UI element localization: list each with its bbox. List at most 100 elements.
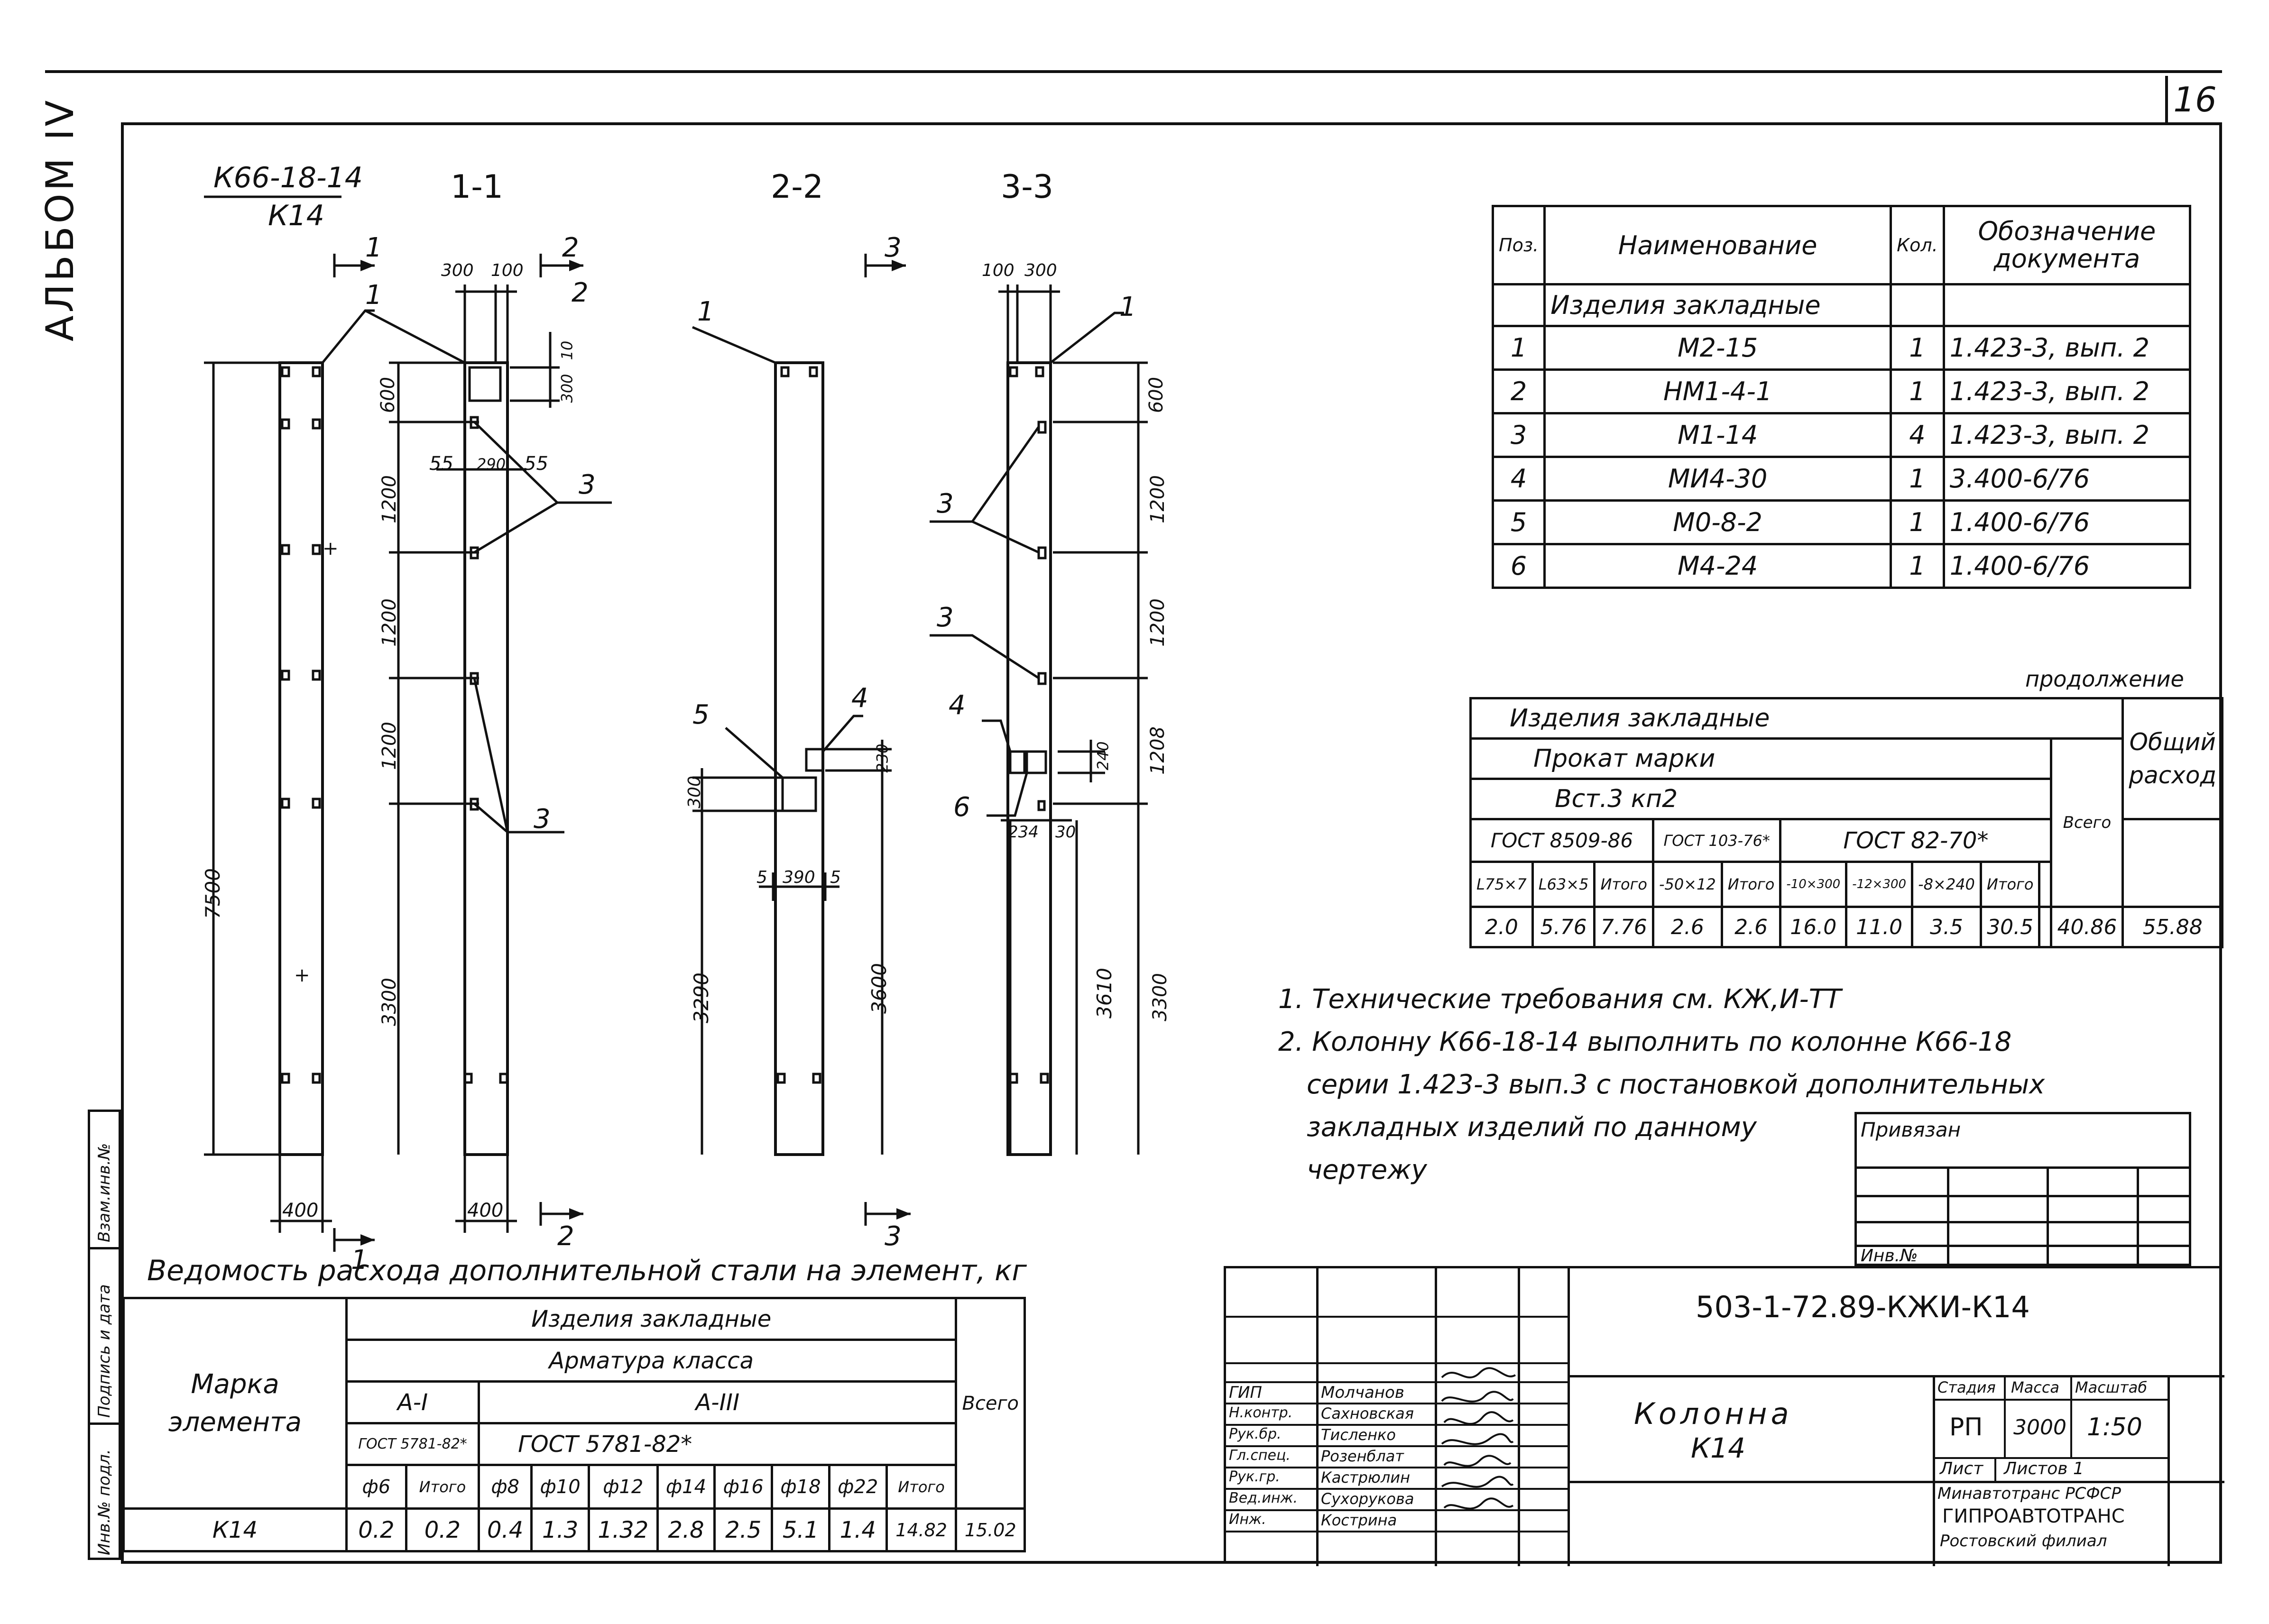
- org-line-1: Минавтотранс РСФСР: [1937, 1484, 2121, 1503]
- note-2d: чертежу: [1307, 1155, 1427, 1185]
- callout-2: 2: [572, 277, 589, 308]
- staff-name: Сухорукова: [1321, 1490, 1414, 1508]
- staff-name: Кастрюлин: [1321, 1468, 1410, 1486]
- spec-header-doc: Обозначение документа: [1942, 205, 2192, 285]
- staff-role: Н.контр.: [1229, 1404, 1293, 1421]
- callout-6: 6: [953, 792, 970, 823]
- mark-numerator: К66-18-14: [213, 161, 363, 194]
- staff-role: Вед.инж.: [1229, 1490, 1298, 1506]
- stage-header: Стадия: [1937, 1378, 1996, 1396]
- cont-std-1: ГОСТ 8509-86: [1469, 818, 1654, 863]
- dim-100-s1: 100: [491, 261, 524, 280]
- top-rule: [45, 70, 2222, 73]
- dim-3610: 3610: [1092, 968, 1116, 1018]
- dim-300-s2: 300: [684, 776, 704, 808]
- note-2b: серии 1.423-3 вып.3 с постановкой дополн…: [1307, 1069, 2045, 1100]
- dim-300-s1: 300: [441, 261, 474, 280]
- steel-a3: А-III: [478, 1380, 958, 1424]
- steel-mark-header: Марка элемента: [122, 1297, 348, 1510]
- cont-values-row: 2.0 5.76 7.76 2.6 2.6 16.0 11.0 3.5 30.5…: [1469, 906, 2224, 948]
- dim-55-left: 55: [429, 453, 453, 475]
- dim-30: 30: [1055, 823, 1076, 842]
- staff-name: Кострина: [1321, 1511, 1397, 1529]
- dim-1200a-s3: 1200: [1146, 475, 1169, 523]
- drawing-name-1: Колонна: [1634, 1396, 1793, 1431]
- dim-5-right: 5: [830, 868, 841, 887]
- dim-240-s3: 240: [1094, 741, 1112, 771]
- side-divider-2: [88, 1422, 121, 1425]
- cut-label-bottom-1: 1: [351, 1245, 368, 1275]
- dim-3300-s3: 3300: [1149, 973, 1171, 1021]
- embedded-plate-4b: [1009, 750, 1026, 774]
- dim-1200b-s3: 1200: [1146, 598, 1169, 647]
- cut-label-top-2: 2: [562, 232, 579, 263]
- org-line-2: ГИПРОАВТОТРАНС: [1942, 1505, 2125, 1527]
- dim-390: 390: [783, 868, 815, 887]
- cont-std-3: ГОСТ 82-70*: [1779, 818, 2053, 863]
- note-2c: закладных изделий по данному: [1307, 1112, 1757, 1143]
- callout-3-s1a: 3: [579, 469, 596, 500]
- steel-gost-a3: ГОСТ 5781-82*: [478, 1422, 958, 1466]
- drawing-code: 503-1-72.89-КЖИ-К14: [1696, 1290, 2030, 1324]
- continuation-label: продолжение: [2025, 666, 2184, 692]
- dim-230: 230: [873, 743, 892, 773]
- callout-1-s2: 1: [697, 296, 714, 327]
- embedded-plate-6: [1025, 750, 1047, 774]
- drawing-name-2: К14: [1691, 1432, 1745, 1464]
- dim-234: 234: [1008, 823, 1039, 842]
- tied-label: Привязан: [1861, 1118, 1961, 1141]
- dim-1200a-s1: 1200: [378, 475, 400, 523]
- sheet-label: Лист: [1940, 1459, 1983, 1478]
- svg-text:+: +: [323, 538, 339, 560]
- page-number-box: 16: [2165, 76, 2222, 123]
- staff-name: Сахновская: [1321, 1404, 1414, 1422]
- signatures: [1441, 1367, 1516, 1510]
- dim-10-s1: 10: [558, 340, 576, 360]
- svg-text:+: +: [294, 964, 310, 986]
- staff-role: ГИП: [1229, 1383, 1262, 1402]
- cut-label-bottom-2: 2: [557, 1221, 574, 1252]
- section-2-column: [774, 361, 824, 1156]
- spec-header-qty: Кол.: [1890, 205, 1945, 285]
- cont-grade: Вст.3 кп2: [1469, 778, 2053, 820]
- insert-3a: [470, 416, 479, 429]
- spec-header-pos: Поз.: [1491, 205, 1546, 285]
- spec-table: Поз. Наименование Кол. Обозначение докум…: [1491, 205, 2192, 589]
- dim-300-s3: 300: [1024, 261, 1057, 280]
- dim-1208-s3: 1208: [1146, 726, 1169, 775]
- callout-4-s3: 4: [949, 690, 966, 721]
- insert-3c: [470, 672, 479, 685]
- dim-300-v-s1: 300: [558, 374, 576, 403]
- dim-5-left: 5: [756, 868, 767, 887]
- callout-4-s2: 4: [851, 683, 868, 714]
- dim-55-right: 55: [524, 453, 548, 475]
- spec-group: Изделия закладные: [1543, 283, 1892, 327]
- cont-group: Изделия закладные: [1469, 697, 2124, 740]
- mark-denominator: К14: [268, 199, 324, 232]
- insert-3b: [470, 546, 479, 560]
- staff-name: Тисленко: [1321, 1426, 1396, 1444]
- tied-block: Привязан Инв.№: [1854, 1112, 2191, 1266]
- dim-400-s1: 400: [467, 1200, 504, 1221]
- dim-600-s3: 600: [1145, 376, 1168, 413]
- spec-header-name: Наименование: [1543, 205, 1892, 285]
- left-side-strip: [88, 1110, 121, 1560]
- side-divider-1: [88, 1247, 121, 1249]
- mass-header: Масса: [2011, 1378, 2060, 1396]
- staff-role: Рук.гр.: [1229, 1468, 1280, 1485]
- tied-inv-label: Инв.№: [1861, 1246, 1918, 1266]
- callout-3-s1b: 3: [534, 804, 551, 835]
- staff-role: Рук.бр.: [1229, 1426, 1282, 1442]
- title-block: ГИП Молчанов Н.контр. Сахновская Рук.бр.…: [1224, 1266, 2224, 1566]
- staff-role: Инж.: [1229, 1511, 1266, 1528]
- steel-class: Арматура класса: [345, 1339, 958, 1383]
- steel-group: Изделия закладные: [345, 1297, 958, 1341]
- continuation-table: Изделия закладные Общий расход Прокат ма…: [1469, 697, 2224, 948]
- dim-600-s1: 600: [377, 376, 399, 413]
- steel-values-row: К14 0.2 0.2 0.4 1.3 1.32 2.8 2.5 5.1 1.4…: [122, 1507, 1026, 1552]
